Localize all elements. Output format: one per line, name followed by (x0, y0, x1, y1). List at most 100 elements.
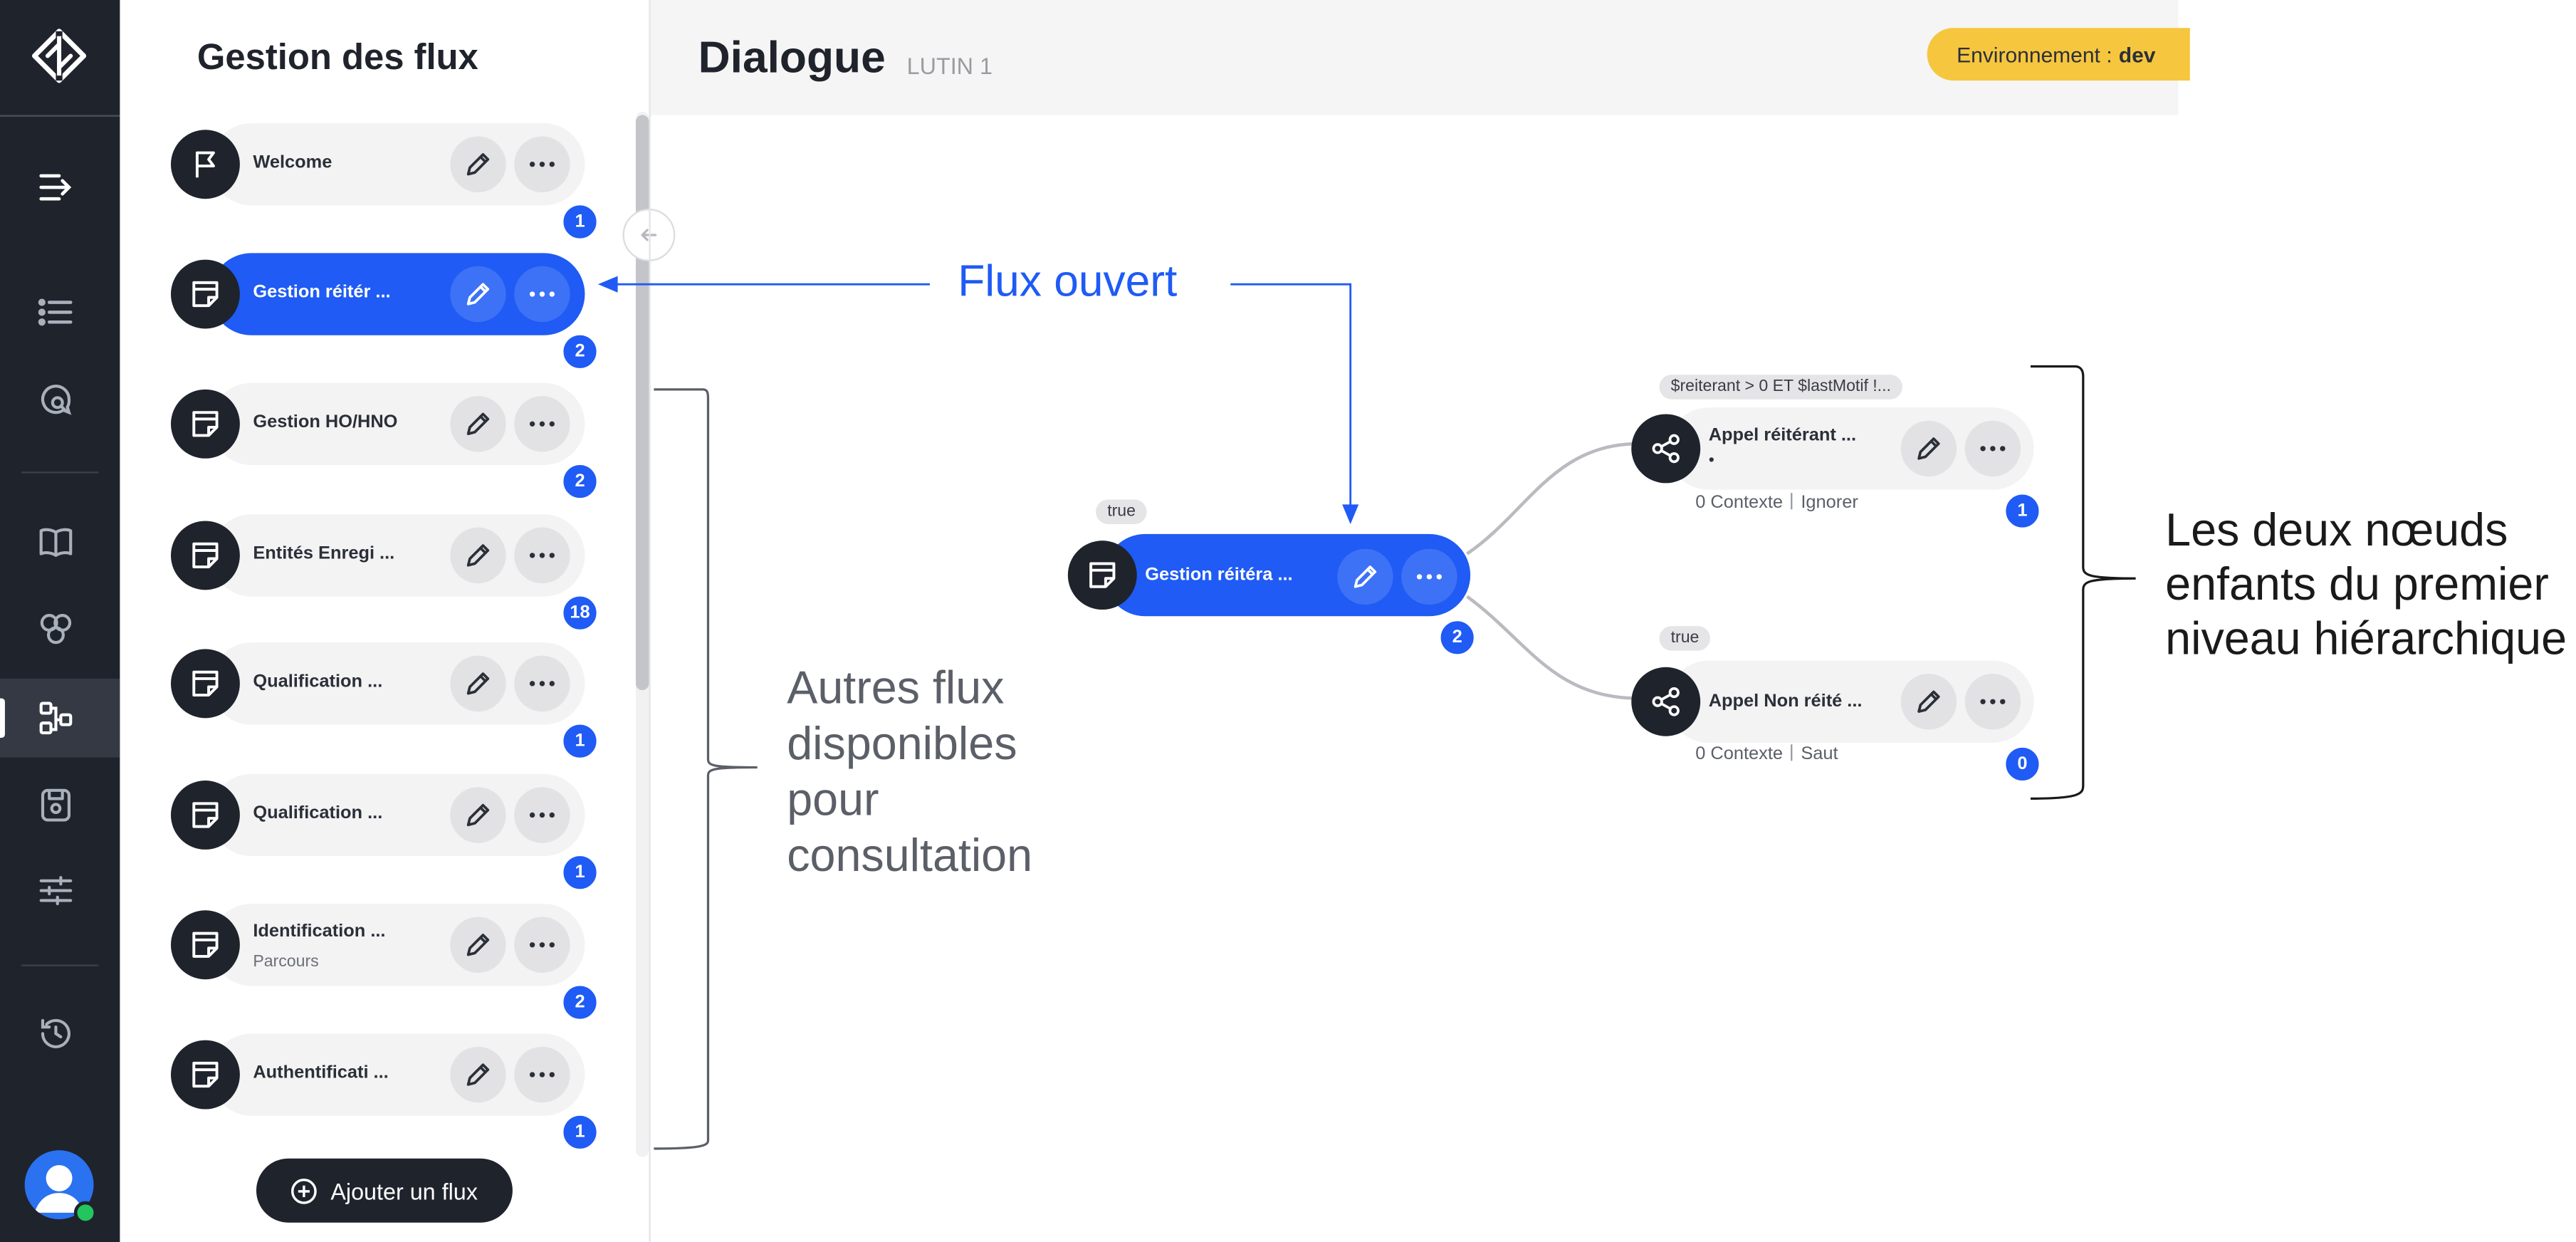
main-node-label: Gestion réitéra ... (1145, 565, 1293, 585)
flows-icon[interactable] (36, 699, 75, 738)
flow-item-more-button[interactable] (514, 917, 570, 973)
more-horizontal-icon (529, 421, 555, 427)
flow-item[interactable]: Gestion HO/HNO (170, 382, 590, 465)
child-node-1-more-button[interactable] (1964, 420, 2021, 477)
more-horizontal-icon (529, 942, 555, 948)
flow-item-more-button[interactable] (514, 1046, 570, 1103)
flow-item-icon-wrap (170, 521, 240, 590)
flow-item-more-button[interactable] (514, 787, 570, 843)
add-flow-button[interactable]: Ajouter un flux (256, 1158, 513, 1223)
annotation-open-flow: Flux ouvert (958, 256, 1178, 306)
main-node-more-button[interactable] (1401, 548, 1457, 605)
save-icon[interactable] (36, 786, 75, 825)
settings-sliders-icon[interactable] (36, 871, 75, 910)
flow-item-icon-wrap (170, 781, 240, 850)
flow-item-edit-button[interactable] (450, 527, 506, 584)
flow-item-edit-button[interactable] (450, 655, 506, 712)
app-logo-icon[interactable] (28, 26, 90, 85)
page-title: Dialogue (698, 33, 886, 83)
flow-item[interactable]: Qualification ... (170, 642, 590, 725)
flow-item-edit-button[interactable] (450, 917, 506, 973)
flow-item-edit-button[interactable] (450, 787, 506, 843)
child-1-condition-tag: $reiterant > 0 ET $lastMotif !... (1659, 375, 1903, 400)
more-horizontal-icon (1980, 446, 2006, 452)
flow-item-badge: 1 (562, 854, 598, 891)
flow-icon (1089, 562, 1116, 588)
annotation-children: Les deux nœuds enfants du premier niveau… (2165, 504, 2567, 664)
flow-item[interactable]: Entités Enregi ... (170, 514, 590, 597)
child-node-1-label: Appel réitérant ... (1708, 425, 1857, 446)
flow-item[interactable]: Authentificati ... (170, 1033, 590, 1116)
flow-item[interactable]: Qualification ... (170, 773, 590, 857)
flow-icon (192, 411, 219, 437)
more-horizontal-icon (1980, 699, 2006, 704)
flow-item-edit-button[interactable] (450, 1046, 506, 1103)
flow-item-more-button[interactable] (514, 396, 570, 452)
more-horizontal-icon (1416, 574, 1442, 580)
flow-item-icon-wrap (170, 649, 240, 719)
child-node-2-action: Saut (1801, 744, 1838, 764)
flow-item-badge: 18 (562, 595, 598, 632)
pencil-icon (466, 283, 490, 306)
flow-item-edit-button[interactable] (450, 266, 506, 323)
share-nodes-icon (1652, 434, 1680, 464)
panel-divider (649, 0, 651, 1242)
main-flow-node[interactable]: Gestion réitéra ... (1067, 533, 1479, 622)
flow-item[interactable]: Identification ...Parcours (170, 904, 590, 986)
more-horizontal-icon (529, 553, 555, 558)
flow-item-edit-button[interactable] (450, 136, 506, 192)
flow-icon (192, 932, 219, 958)
more-horizontal-icon (529, 162, 555, 167)
flow-item-label: Entités Enregi ... (253, 543, 395, 564)
open-flow-arrow-down (1230, 283, 1352, 516)
child-node-2-edit-button[interactable] (1900, 674, 1957, 730)
entities-icon[interactable] (36, 610, 75, 649)
pencil-icon (1917, 690, 1940, 713)
pencil-icon (1917, 437, 1940, 460)
main-node-badge: 2 (1439, 619, 1476, 656)
main-node-icon-wrap (1067, 541, 1137, 610)
flow-item-icon-wrap (170, 1040, 240, 1110)
flow-item-more-button[interactable] (514, 527, 570, 584)
flow-item-sublabel: Parcours (253, 953, 319, 971)
flow-item-badge: 2 (562, 984, 598, 1021)
child-node-1-bullet: • (1708, 452, 1714, 470)
add-flow-label: Ajouter un flux (330, 1177, 478, 1204)
share-nodes-icon (1652, 687, 1680, 716)
expand-menu-icon[interactable] (36, 167, 75, 207)
history-icon[interactable] (36, 1014, 75, 1053)
child-node-1-edit-button[interactable] (1900, 420, 1957, 477)
flow-icon (192, 542, 219, 569)
flow-item-label: Qualification ... (253, 672, 383, 692)
flow-item-more-button[interactable] (514, 655, 570, 712)
flow-item[interactable]: Gestion réitér ... (170, 253, 590, 335)
flow-item-badge: 1 (562, 1114, 598, 1151)
main-node-edit-button[interactable] (1337, 548, 1393, 605)
chat-search-icon[interactable] (36, 381, 75, 420)
flow-item-more-button[interactable] (514, 266, 570, 323)
more-horizontal-icon (529, 291, 555, 297)
list-icon[interactable] (36, 293, 75, 332)
flow-item-more-button[interactable] (514, 136, 570, 192)
page-subtitle: LUTIN 1 (906, 52, 993, 79)
book-icon[interactable] (36, 523, 75, 562)
user-icon (26, 1152, 93, 1218)
flow-item-icon-wrap (170, 910, 240, 980)
open-flow-arrow-down-head (1342, 504, 1359, 525)
child-node-2-more-button[interactable] (1964, 674, 2021, 730)
child-2-condition-tag: true (1659, 626, 1711, 651)
flow-item-edit-button[interactable] (450, 396, 506, 452)
flow-item[interactable]: Welcome (170, 123, 590, 206)
environment-value: dev (2118, 41, 2156, 67)
child-node-1-icon-wrap (1631, 414, 1701, 484)
pencil-icon (1354, 565, 1377, 588)
pencil-icon (466, 934, 490, 956)
environment-badge[interactable]: Environnement : dev (1927, 28, 2190, 81)
more-horizontal-icon (529, 681, 555, 687)
pencil-icon (466, 1063, 490, 1086)
rail-active-indicator (0, 698, 5, 739)
